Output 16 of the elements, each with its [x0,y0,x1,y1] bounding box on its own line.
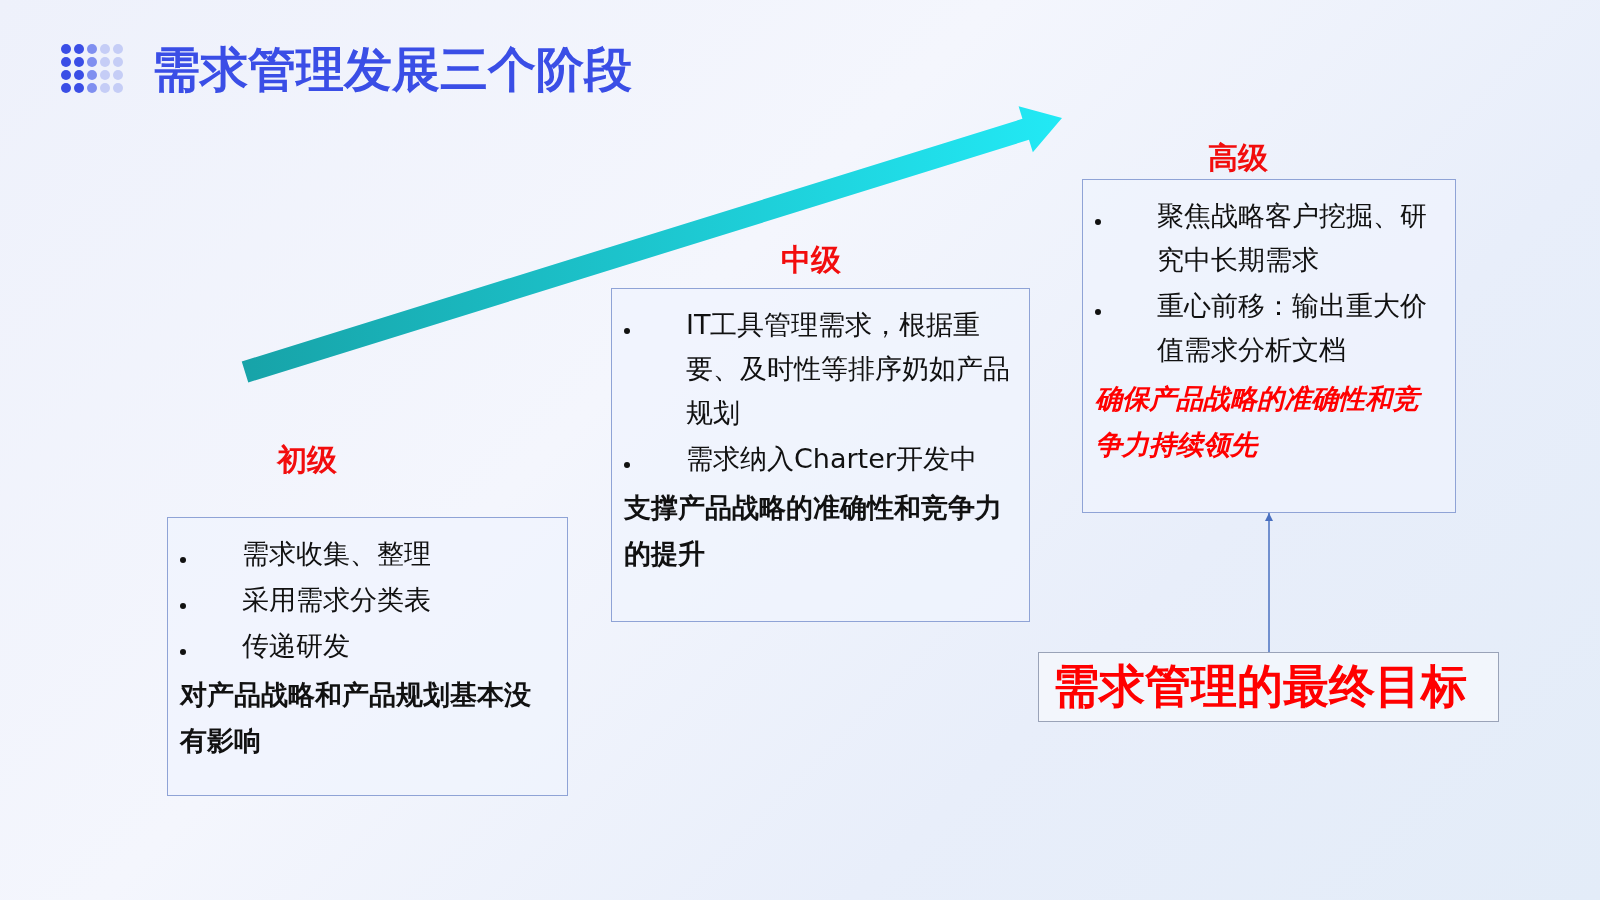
arrow [1265,512,1273,653]
conclusion-text: 确保产品战略的准确性和竞争力持续领先 [1095,376,1443,468]
bullet-text: 重心前移：输出重大价值需求分析文档 [1157,290,1427,365]
stage-heading: 初级 [277,441,337,479]
bullet-text: 需求纳入Charter开发中 [686,443,977,474]
bullet-text: 聚焦战略客户挖掘、研究中长期需求 [1157,200,1427,275]
conclusion-text: 对产品战略和产品规划基本没有影响 [180,678,532,758]
bullet-text: 采用需求分类表 [242,584,431,615]
bullet-text: 传递研发 [242,630,350,661]
goal-box: 需求管理的最终目标 [1038,652,1499,722]
stage-heading: 高级 [1208,139,1268,177]
conclusion-text: 支撑产品战略的准确性和竞争力的提升 [624,491,1003,571]
bullet-text: IT工具管理需求，根据重要、及时性等排序奶如产品规划 [686,309,1010,428]
bullet-text: 需求收集、整理 [242,538,431,569]
slide-title: 需求管理发展三个阶段 [152,40,632,99]
stage-heading: 中级 [781,241,841,279]
